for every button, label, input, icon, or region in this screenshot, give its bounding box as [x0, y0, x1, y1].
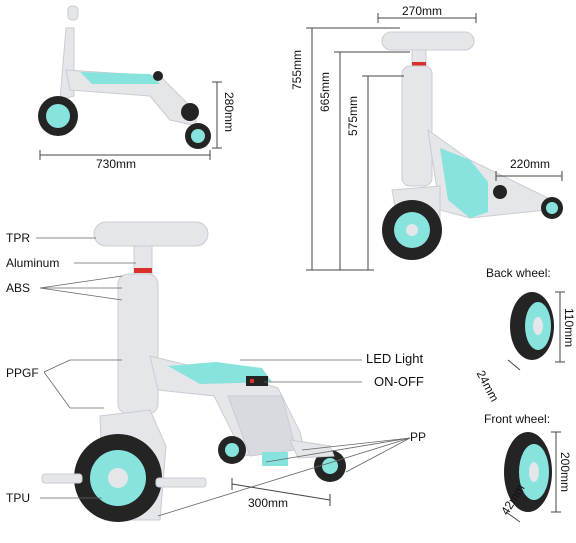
- back-wheel-dimension-lines: [507, 291, 565, 371]
- material-ppgf-label: PPGF: [6, 366, 39, 380]
- mid-height-label: 665mm: [318, 71, 332, 112]
- front-wheel-diameter-label: 200mm: [558, 452, 572, 493]
- top-left-dimension-lines: [39, 81, 222, 160]
- material-abs-label: ABS: [6, 281, 31, 295]
- top-left-scooter: [38, 5, 211, 149]
- height-dimension-label: 280mm: [222, 92, 236, 133]
- wheelbase-label: 300mm: [248, 496, 289, 510]
- main-scooter: [41, 221, 346, 522]
- material-pp-label: PP: [410, 430, 427, 444]
- front-wheel-dimension-lines: [505, 431, 561, 523]
- material-tpr-label: TPR: [6, 231, 30, 245]
- top-right-scooter: [381, 31, 563, 260]
- back-wheel-diameter-label: 110mm: [562, 308, 576, 348]
- back-wheel-title: Back wheel:: [486, 266, 551, 280]
- front-wheel-title: Front wheel:: [484, 412, 551, 426]
- on-off-label: ON-OFF: [374, 374, 424, 389]
- total-height-label: 755mm: [290, 49, 304, 90]
- low-height-label: 575mm: [346, 95, 360, 136]
- wheelbase-dimension-line: [231, 478, 331, 506]
- callout-lines: [36, 237, 411, 517]
- material-aluminum-label: Aluminum: [6, 256, 60, 270]
- base-width-label: 220mm: [510, 157, 551, 171]
- front-wheel-detail: [504, 432, 552, 512]
- top-right-dimension-lines: [306, 13, 563, 271]
- width-dimension-label: 270mm: [402, 4, 443, 18]
- length-dimension-label: 730mm: [96, 157, 137, 171]
- back-wheel-detail: [510, 292, 554, 360]
- led-light-label: LED Light: [366, 351, 424, 366]
- material-tpu-label: TPU: [6, 491, 30, 505]
